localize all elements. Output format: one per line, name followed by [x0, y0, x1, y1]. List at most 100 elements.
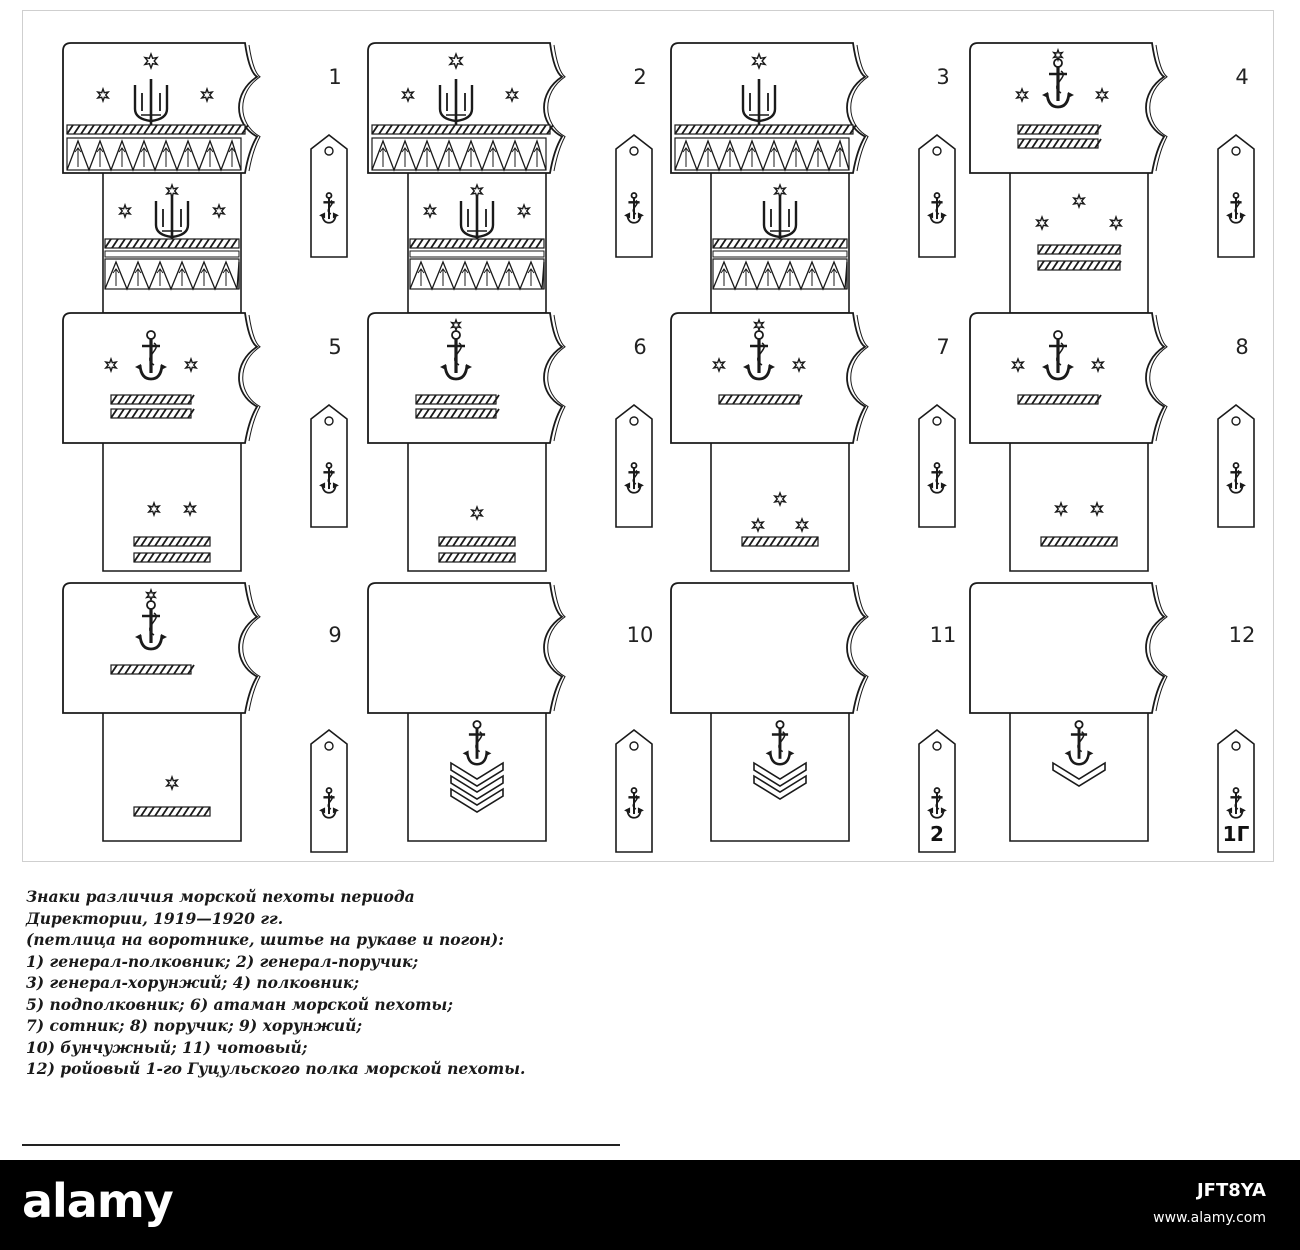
- shoulder-button: [932, 416, 942, 426]
- shoulder-button: [324, 741, 334, 751]
- shoulder-strap-number: 1Г: [1222, 822, 1250, 846]
- braid-twist: [1040, 536, 1118, 547]
- anchor-flukes: [765, 750, 795, 757]
- star-icon: [147, 500, 161, 518]
- caption-line: 3) генерал-хорунжий; 4) полковник;: [26, 973, 360, 992]
- braid-twist: [409, 238, 543, 249]
- anchor-rope: [632, 469, 638, 485]
- sleeve-embroidery: [1009, 711, 1149, 842]
- sleeve-line: [104, 250, 240, 258]
- sleeve-outline: [407, 711, 547, 842]
- band-outline: [371, 137, 547, 171]
- star-icon: [751, 517, 765, 533]
- band-outline: [674, 137, 850, 171]
- anchor-rope: [1234, 469, 1240, 485]
- braid-twist: [1017, 394, 1102, 405]
- star-icon: [1091, 356, 1105, 374]
- braid-stripe: [1017, 124, 1102, 135]
- star-icon: [505, 87, 519, 103]
- star-icon: [118, 202, 132, 220]
- star-icon: [795, 517, 809, 533]
- braid-stripe: [104, 238, 240, 249]
- collar-tab-outline: [367, 582, 564, 714]
- collar-tab-outline: [969, 312, 1166, 444]
- anchor-arms: [768, 751, 792, 766]
- sleeve-outline: [1009, 711, 1149, 842]
- triangle-band: [712, 258, 848, 291]
- shoulder-button: [629, 741, 639, 751]
- anchor-icon: [1226, 462, 1246, 494]
- braid-twist: [712, 238, 846, 249]
- sleeve-line: [712, 250, 848, 258]
- collar-tab: [670, 582, 869, 714]
- anchor-rope: [149, 342, 157, 366]
- collar-tab-edge: [850, 44, 869, 172]
- braid-stripe: [1017, 138, 1102, 149]
- anchor-arms: [138, 634, 164, 651]
- rank-group: [670, 582, 956, 853]
- rank-number: 11: [929, 623, 957, 647]
- collar-tab: [969, 42, 1168, 174]
- anchor-arms: [929, 213, 945, 224]
- shoulder-strap: [1217, 403, 1255, 528]
- sleeve-embroidery: [710, 711, 850, 842]
- star-icon: [1090, 500, 1104, 518]
- braid-stripe: [415, 408, 500, 419]
- sleeve-embroidery: [102, 170, 242, 314]
- rank-group: [969, 582, 1255, 853]
- shoulder-strap: [918, 133, 956, 258]
- band-zigzag: [371, 139, 547, 172]
- collar-tab: [670, 42, 869, 174]
- star-icon: [449, 317, 463, 333]
- shoulder-strap: [310, 728, 348, 853]
- collar-tab-edge: [547, 314, 566, 442]
- braid-twist: [133, 536, 211, 547]
- chevron-stack: [753, 761, 807, 800]
- star-icon: [212, 202, 226, 220]
- shoulder-strap-outline: [310, 403, 348, 528]
- anchor-flukes: [927, 482, 947, 489]
- shoulder-strap: [615, 403, 653, 528]
- braid-twist: [741, 536, 819, 547]
- star-icon: [1011, 357, 1025, 373]
- anchor-arms: [465, 751, 489, 766]
- anchor-rope: [327, 794, 333, 810]
- collar-tab: [367, 582, 566, 714]
- anchor-icon: [135, 600, 167, 651]
- star-icon: [96, 86, 110, 104]
- sleeve-line: [409, 250, 545, 258]
- anchor-arms: [626, 213, 642, 224]
- anchor-arms: [321, 808, 337, 819]
- sleeve-embroidery: [102, 711, 242, 842]
- chevron: [450, 787, 504, 813]
- collar-tab: [62, 582, 261, 714]
- anchor-icon: [1042, 58, 1074, 109]
- braid-stripe: [133, 536, 211, 547]
- braid-twist: [110, 394, 195, 405]
- caption-rule: [22, 1144, 620, 1146]
- braid-stripe: [741, 536, 819, 547]
- sleeve-embroidery: [407, 441, 547, 572]
- anchor-arms: [1228, 213, 1244, 224]
- braid-twist: [1017, 138, 1102, 149]
- braid-stripe: [1037, 260, 1122, 271]
- image-id: JFT8YA: [1196, 1180, 1266, 1201]
- trident-inner: [141, 93, 161, 111]
- collar-tab-edge: [242, 44, 261, 172]
- anchor-icon: [135, 330, 167, 381]
- rank-group: [62, 582, 348, 853]
- shoulder-button: [932, 146, 942, 156]
- anchor-icon: [462, 720, 492, 766]
- triangle-band: [104, 258, 240, 291]
- anchor-ring: [775, 720, 785, 730]
- braid-stripe: [1037, 244, 1122, 255]
- collar-tab-edge: [850, 584, 869, 712]
- rank-group: [367, 42, 653, 314]
- rank-number: 7: [936, 335, 950, 359]
- star-icon: [1035, 215, 1049, 231]
- star-icon: [448, 51, 464, 71]
- anchor-icon: [624, 462, 644, 494]
- anchor-rope: [757, 342, 765, 366]
- caption-line: Директории, 1919—1920 гг.: [26, 908, 284, 928]
- anchor-arms: [321, 483, 337, 494]
